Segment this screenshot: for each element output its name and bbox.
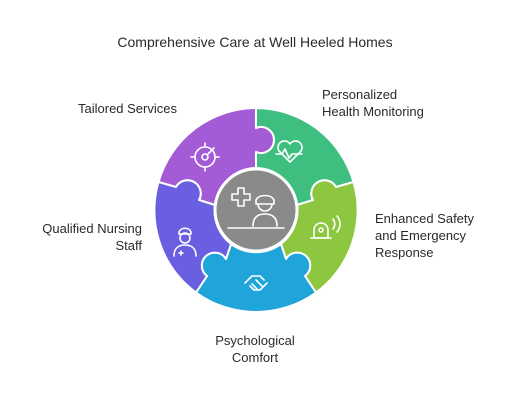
- label-enhanced-safety: Enhanced Safety and Emergency Response: [375, 210, 474, 261]
- center-hub: [213, 167, 299, 253]
- label-line: Qualified Nursing: [42, 221, 142, 236]
- segment-qualified-nursing: [153, 179, 232, 294]
- label-line: Staff: [115, 238, 142, 253]
- alarm-bell-icon: [310, 215, 341, 239]
- label-line: Personalized: [322, 87, 398, 102]
- medical-staff-icon: [227, 187, 285, 229]
- label-line: Health Monitoring: [322, 104, 424, 119]
- label-tailored-services: Tailored Services: [78, 100, 177, 117]
- target-gauge-icon: [190, 142, 220, 172]
- label-line: Enhanced Safety: [375, 211, 475, 226]
- label-line: Psychological: [215, 333, 295, 348]
- label-line: and Emergency: [375, 228, 467, 243]
- diagram-title: Comprehensive Care at Well Heeled Homes: [117, 34, 393, 50]
- label-psychological-comfort: Psychological Comfort: [170, 332, 340, 366]
- handshake-icon: [244, 275, 268, 291]
- label-personalized-health-monitoring: Personalized Health Monitoring: [322, 86, 424, 120]
- label-line: Tailored Services: [78, 101, 177, 116]
- label-line: Response: [375, 245, 434, 260]
- nurse-icon: [173, 227, 197, 257]
- label-qualified-nursing-staff: Qualified Nursing Staff: [20, 220, 142, 254]
- label-line: Comfort: [231, 350, 279, 365]
- segment-psychological-comfort: [195, 243, 317, 314]
- heart-pulse-icon: [275, 140, 303, 163]
